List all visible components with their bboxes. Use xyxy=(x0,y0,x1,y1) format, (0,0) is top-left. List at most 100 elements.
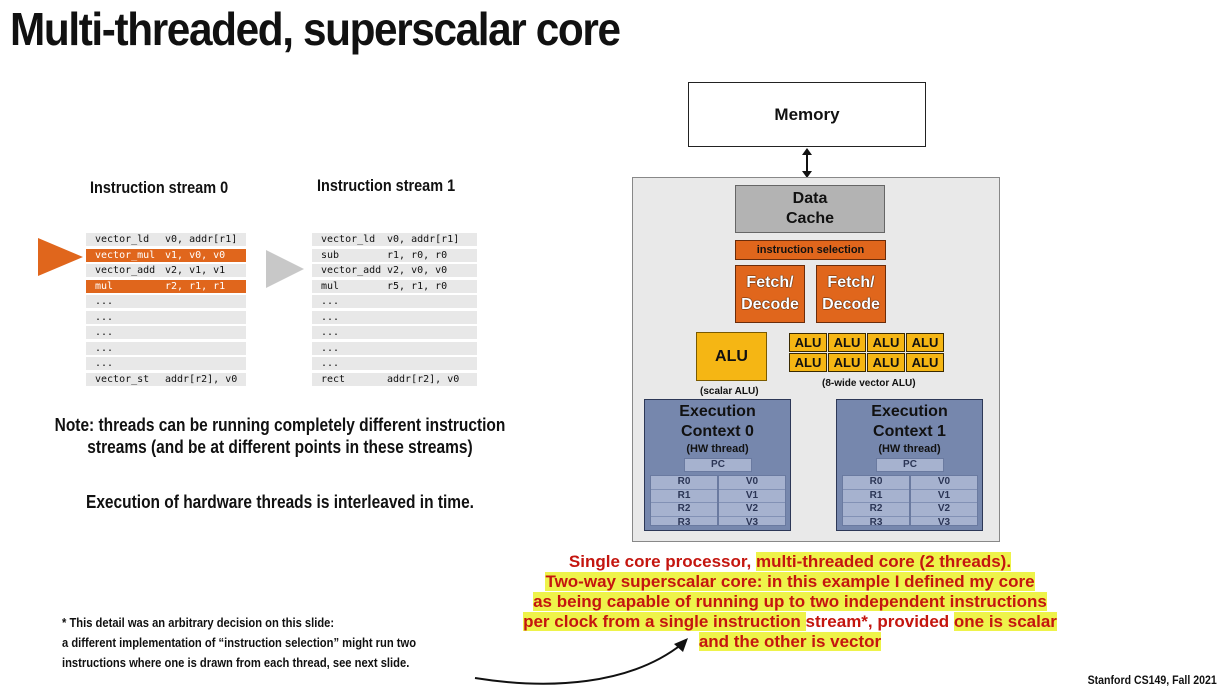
caption-line-5: and the other is vector xyxy=(500,632,1080,652)
vector-alu-lane: ALU xyxy=(828,353,866,372)
vector-alu-lane: ALU xyxy=(789,333,827,352)
caption-1b: multi-threaded core (2 threads). xyxy=(756,552,1012,571)
fetch-decode-1: Fetch/Decode xyxy=(816,265,886,323)
stream-1-title: Instruction stream 1 xyxy=(317,176,456,195)
caption-4a: per clock from a single instruction xyxy=(523,612,806,631)
ctx0-pc: PC xyxy=(684,458,752,472)
caption: Single core processor, multi-threaded co… xyxy=(500,552,1080,652)
caption-4d: one is scalar xyxy=(953,612,1057,631)
footnote-line-1: * This detail was an arbitrary decision … xyxy=(62,615,335,630)
instruction-row: ... xyxy=(86,310,246,324)
vector-alu-lane: ALU xyxy=(906,353,944,372)
instruction-op: ... xyxy=(95,358,114,369)
ctx0-title: Execution Context 0 xyxy=(645,402,790,442)
instruction-op: mul xyxy=(95,280,114,292)
instruction-op: ... xyxy=(321,296,340,307)
instruction-op: sub xyxy=(321,249,340,261)
caption-4b: stream* xyxy=(805,612,868,631)
inactive-stream-arrow-icon xyxy=(266,250,304,288)
instruction-args: r5, r1, r0 xyxy=(387,280,448,292)
note-line-2: streams (and be at different points in t… xyxy=(87,437,473,457)
instruction-row: rect addr[r2], v0 xyxy=(312,372,477,386)
fd0-label-1: Fetch/ xyxy=(746,274,794,291)
reg: R1 xyxy=(651,490,717,503)
reg: V1 xyxy=(911,490,977,503)
vector-alu-lane: ALU xyxy=(906,333,944,352)
active-stream-arrow-icon xyxy=(38,238,83,276)
ctx0-title-2: Context 0 xyxy=(681,423,754,440)
instruction-row: ... xyxy=(312,310,477,324)
caption-5: and the other is vector xyxy=(698,632,882,651)
memory-box: Memory xyxy=(688,82,926,147)
reg: V0 xyxy=(911,476,977,490)
instruction-args: v0, addr[r1] xyxy=(165,234,238,245)
fd1-label-2: Decode xyxy=(822,296,880,313)
cache-label-1: Data xyxy=(792,190,828,207)
note-threads: Note: threads can be running completely … xyxy=(48,414,512,458)
instruction-row: ... xyxy=(312,326,477,339)
instruction-op: ... xyxy=(95,342,114,354)
instruction-args: v2, v0, v0 xyxy=(387,265,448,276)
instruction-args: v2, v1, v1 xyxy=(165,265,226,276)
instruction-row: mul r5, r1, r0 xyxy=(312,279,477,293)
instruction-op: ... xyxy=(321,342,340,354)
instruction-op: vector_ld xyxy=(321,234,376,245)
caption-2: Two-way superscalar core: in this exampl… xyxy=(545,572,1035,591)
instruction-op: vector_add xyxy=(95,265,156,276)
instruction-row: vector_add v2, v1, v1 xyxy=(86,264,246,277)
reg: R0 xyxy=(651,476,717,490)
ctx0-vector-regs: V0 V1 V2 V3 xyxy=(718,475,786,528)
instruction-args: addr[r2], v0 xyxy=(165,373,238,385)
ctx1-scalar-regs: R0 R1 R2 R3 xyxy=(842,475,910,528)
execution-context-0: Execution Context 0 (HW thread) PC R0 R1… xyxy=(644,399,791,531)
reg: R0 xyxy=(843,476,909,490)
instruction-row: sub r1, r0, r0 xyxy=(312,248,477,262)
instruction-selection: instruction selection xyxy=(735,240,886,260)
instruction-op: mul xyxy=(321,280,340,292)
reg: R3 xyxy=(869,516,883,528)
caption-line-1: Single core processor, multi-threaded co… xyxy=(500,552,1080,572)
reg: R3 xyxy=(677,516,691,528)
reg: R1 xyxy=(843,490,909,503)
reg: V0 xyxy=(719,476,785,490)
instruction-args: addr[r2], v0 xyxy=(387,373,460,385)
caption-4c: , provided xyxy=(867,612,954,631)
instruction-op: rect xyxy=(321,373,346,385)
execution-context-1: Execution Context 1 (HW thread) PC R0 R1… xyxy=(836,399,983,531)
reg: V2 xyxy=(719,503,785,517)
instruction-args: r1, r0, r0 xyxy=(387,249,448,261)
reg: V1 xyxy=(719,490,785,503)
reg: R2 xyxy=(843,503,909,517)
instruction-row: ... xyxy=(86,295,246,308)
fetch-decode-0: Fetch/Decode xyxy=(735,265,805,323)
caption-line-2: Two-way superscalar core: in this exampl… xyxy=(500,572,1080,592)
instruction-op: vector_add xyxy=(321,265,382,276)
reg: V3 xyxy=(937,516,951,528)
ctx1-vector-regs: V0 V1 V2 V3 xyxy=(910,475,978,528)
vector-alu-lane: ALU xyxy=(867,333,905,352)
memory-bus-arrow-icon xyxy=(802,148,812,178)
instruction-op: ... xyxy=(95,296,114,307)
fd0-label-2: Decode xyxy=(741,296,799,313)
ctx1-title-1: Execution xyxy=(871,403,948,420)
instruction-row: ... xyxy=(312,295,477,308)
ctx1-title-2: Context 1 xyxy=(873,423,946,440)
ctx1-hw-thread: (HW thread) xyxy=(878,443,941,455)
ctx1-title: Execution Context 1 xyxy=(837,402,982,442)
vector-alu-lane: ALU xyxy=(828,333,866,352)
reg: V3 xyxy=(745,516,759,528)
instruction-op: ... xyxy=(95,327,114,338)
reg: R2 xyxy=(651,503,717,517)
caption-1a: Single core processor, xyxy=(568,552,756,571)
stream-0-title: Instruction stream 0 xyxy=(90,178,229,197)
slide-title: Multi-threaded, superscalar core xyxy=(10,3,621,55)
instruction-row: ... xyxy=(312,357,477,370)
